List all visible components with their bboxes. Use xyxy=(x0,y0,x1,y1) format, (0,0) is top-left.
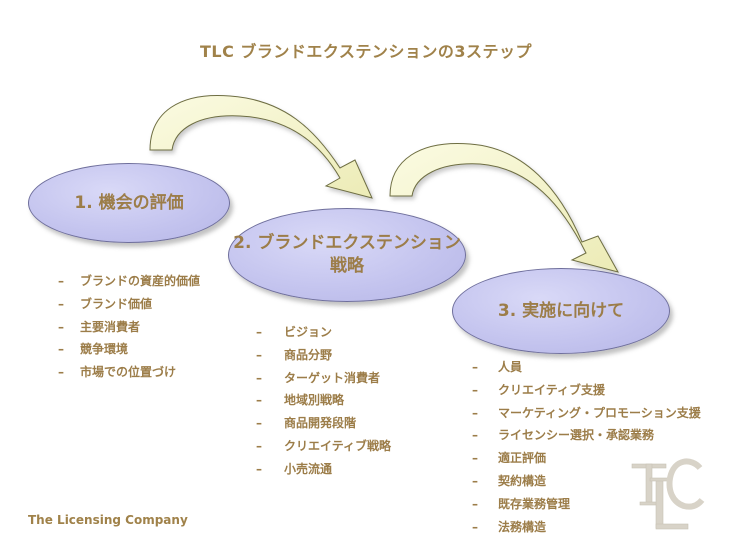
step-1-items: –ブランドの資産的価値 –ブランド価値 –主要消費者 –競争環境 –市場での位置… xyxy=(58,270,200,384)
list-item: –商品開発段階 xyxy=(256,416,357,431)
list-item: –ターゲット消費者 xyxy=(256,370,381,385)
step-2-ellipse: 2. ブランドエクステンション 戦略 xyxy=(228,208,466,302)
list-item: –小売流通 xyxy=(256,461,333,476)
list-item: –ライセンシー選択・承認業務 xyxy=(472,428,655,443)
list-item: –契約構造 xyxy=(472,473,547,488)
list-item: –主要消費者 xyxy=(58,319,141,334)
step-2-label: 2. ブランドエクステンション 戦略 xyxy=(233,233,461,276)
step-1-ellipse: 1. 機会の評価 xyxy=(28,163,230,243)
step-1-label: 1. 機会の評価 xyxy=(74,192,184,213)
list-item: –クリエイティブ戦略 xyxy=(256,438,392,453)
list-item: –地域別戦略 xyxy=(256,393,345,408)
tlc-logo-icon xyxy=(631,458,705,530)
page-title: TLC ブランドエクステンションの3ステップ xyxy=(199,42,533,61)
curved-arrow-2 xyxy=(389,142,620,273)
list-item: –クリエイティブ支援 xyxy=(472,382,606,397)
list-item: –市場での位置づけ xyxy=(58,365,177,380)
list-item: –商品分野 xyxy=(256,347,333,362)
list-item: –マーケティング・プロモーション支援 xyxy=(472,405,701,420)
step-3-ellipse: 3. 実施に向けて xyxy=(452,268,670,354)
list-item: –ブランド価値 xyxy=(58,296,153,311)
company-name: The Licensing Company xyxy=(28,513,188,527)
curved-arrow-1 xyxy=(149,94,373,199)
list-item: –法務構造 xyxy=(472,519,547,534)
list-item: –適正評価 xyxy=(472,451,547,466)
list-item: –ビジョン xyxy=(256,325,333,339)
step-2-items: –ビジョン –商品分野 –ターゲット消費者 –地域別戦略 –商品開発段階 –クリ… xyxy=(256,321,391,481)
list-item: –既存業務管理 xyxy=(472,496,571,511)
list-item: –人員 xyxy=(472,360,523,374)
list-item: –競争環境 xyxy=(58,342,129,357)
step-3-items: –人員 –クリエイティブ支援 –マーケティング・プロモーション支援 –ライセンシ… xyxy=(472,356,701,538)
list-item: –ブランドの資産的価値 xyxy=(58,274,201,288)
step-3-label: 3. 実施に向けて xyxy=(497,300,625,321)
